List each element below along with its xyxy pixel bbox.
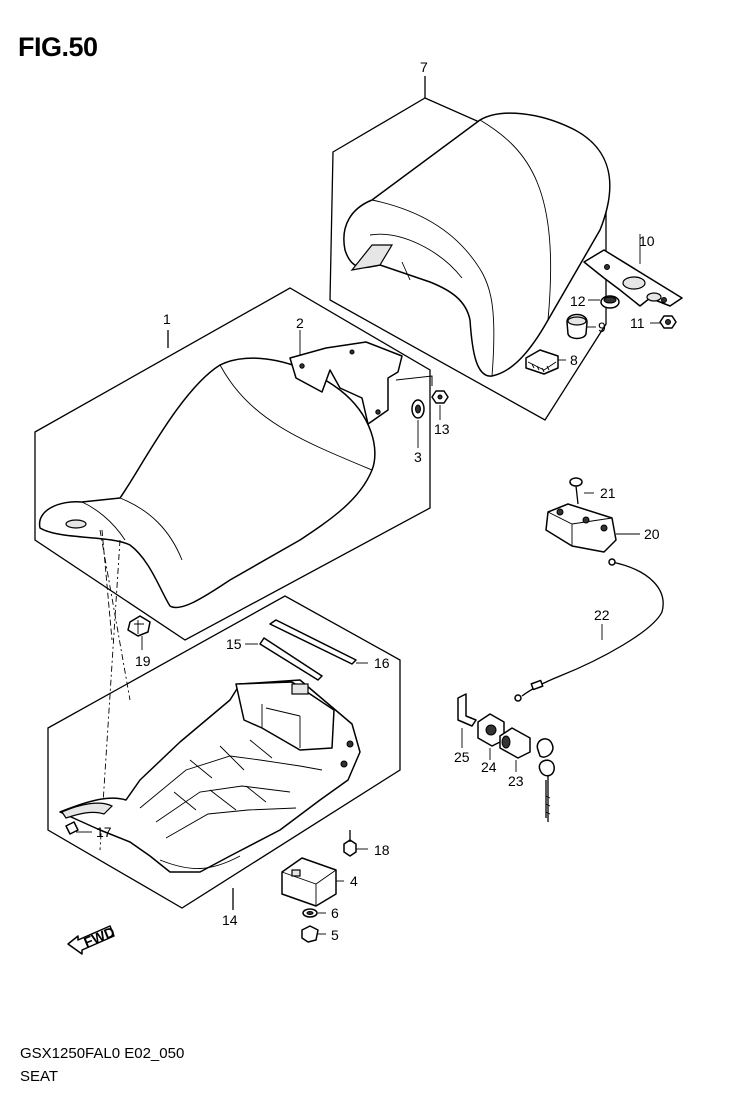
- strip-part-15[interactable]: [245, 637, 323, 681]
- callout-23: 23: [508, 773, 524, 789]
- callout-4: 4: [350, 873, 358, 889]
- module-part-4[interactable]: [281, 857, 344, 907]
- washer-part-3[interactable]: [411, 399, 425, 448]
- callout-12: 12: [570, 293, 586, 309]
- callout-5: 5: [331, 927, 339, 943]
- callout-11: 11: [630, 315, 645, 331]
- callout-10: 10: [639, 233, 655, 249]
- bolt-part-18[interactable]: [343, 830, 368, 857]
- callout-8: 8: [570, 352, 578, 368]
- strip-part-16[interactable]: [269, 619, 368, 665]
- figure-title: FIG.50: [18, 32, 98, 62]
- callout-25: 25: [454, 749, 470, 765]
- rear-seat-bracket[interactable]: [583, 234, 683, 307]
- lock-holder-part-20[interactable]: [545, 503, 640, 553]
- fwd-label: FWD: [81, 923, 117, 950]
- seat-tray-group-box: [47, 595, 401, 910]
- callout-1: 1: [163, 311, 171, 327]
- callout-6: 6: [331, 905, 339, 921]
- bolt-part-5[interactable]: [301, 925, 326, 943]
- nut-part-11[interactable]: [650, 315, 677, 329]
- cable-part-22[interactable]: [514, 558, 664, 702]
- rear-seat-group-box: [329, 76, 607, 421]
- bolt-part-19[interactable]: [127, 615, 151, 650]
- rear-seat[interactable]: [343, 112, 611, 377]
- cushion-part-8[interactable]: [525, 349, 566, 375]
- bracket-part-25[interactable]: [457, 693, 477, 748]
- front-seat-group-box: [34, 287, 431, 641]
- callout-24: 24: [481, 759, 497, 775]
- nut-part-13[interactable]: [395, 375, 449, 420]
- screw-part-21[interactable]: [569, 477, 594, 505]
- callout-19: 19: [135, 653, 151, 669]
- callout-2: 2: [296, 315, 304, 331]
- callout-18: 18: [374, 842, 390, 858]
- washer-part-6[interactable]: [302, 908, 326, 918]
- key-lock-part-23[interactable]: [499, 727, 555, 822]
- model-code: GSX1250FAL0 E02_050: [20, 1045, 185, 1062]
- callout-22: 22: [594, 607, 610, 623]
- callout-3: 3: [414, 449, 422, 465]
- callout-7: 7: [420, 59, 428, 75]
- callout-14: 14: [222, 912, 238, 928]
- seat-bracket-part-2[interactable]: [289, 330, 403, 425]
- callout-20: 20: [644, 526, 660, 542]
- callout-13: 13: [434, 421, 450, 437]
- front-seat[interactable]: [38, 357, 376, 609]
- figure-name: SEAT: [20, 1068, 59, 1085]
- callout-21: 21: [600, 485, 616, 501]
- callout-9: 9: [598, 319, 606, 335]
- callout-16: 16: [374, 655, 390, 671]
- callout-15: 15: [226, 636, 242, 652]
- forward-direction-arrow-icon: FWD: [67, 923, 117, 955]
- callout-17: 17: [96, 824, 112, 840]
- seat-tray[interactable]: [59, 679, 361, 873]
- grommet-part-12[interactable]: [588, 295, 620, 309]
- cushion-part-9[interactable]: [566, 313, 596, 340]
- clip-part-17[interactable]: [65, 821, 92, 835]
